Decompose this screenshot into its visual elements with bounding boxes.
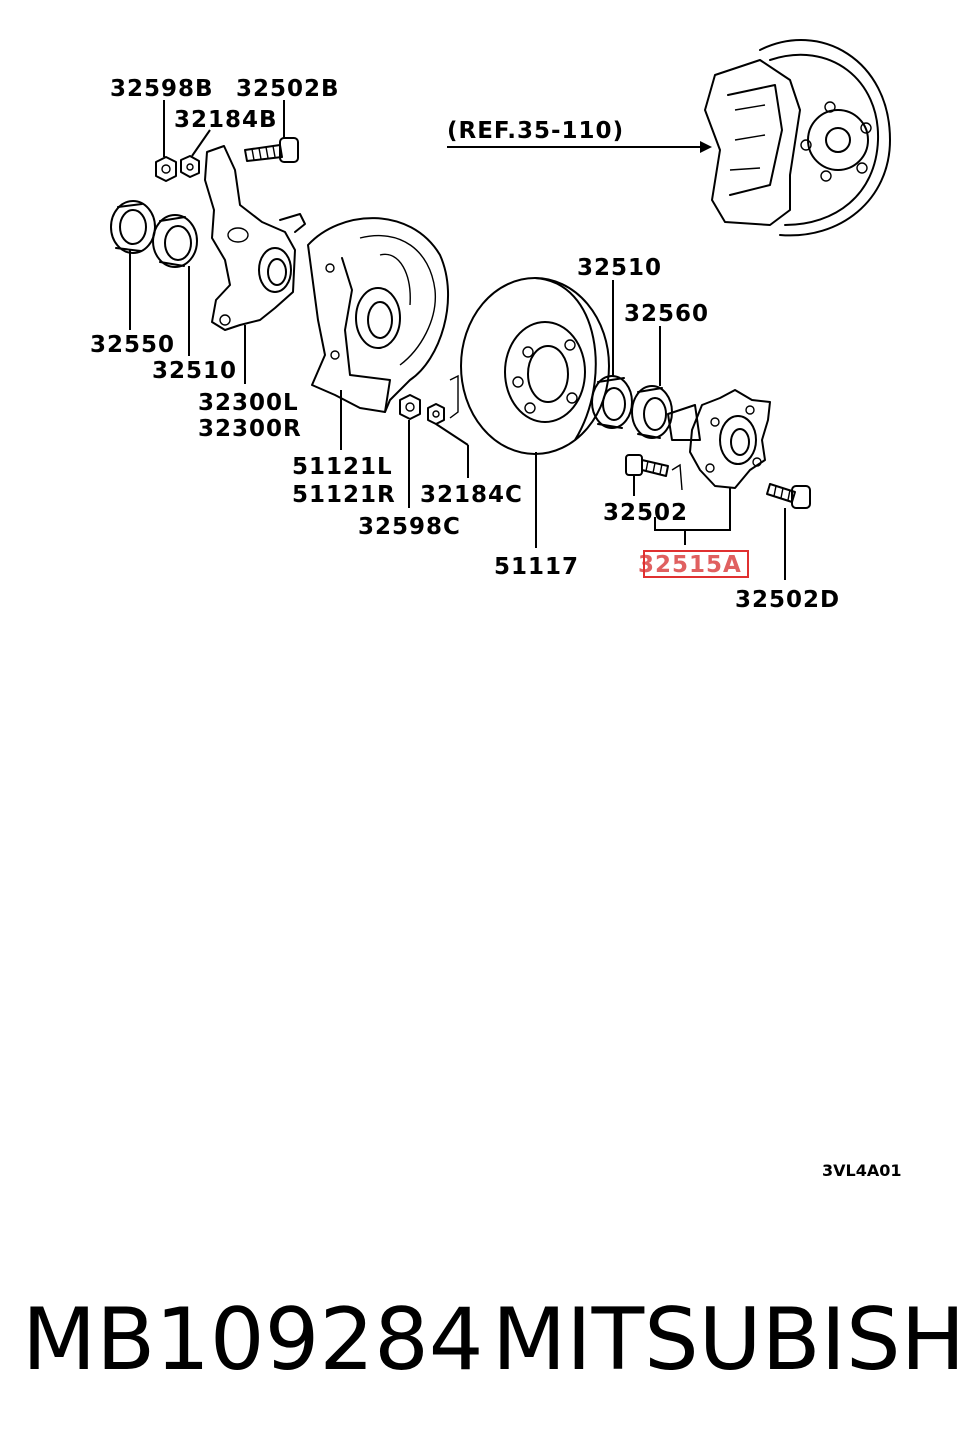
seal-32560 <box>631 385 673 439</box>
washer-32184B <box>180 155 200 178</box>
bolt-32502 <box>625 454 669 477</box>
label-32550: 32550 <box>90 332 175 358</box>
nut-32598C <box>399 394 421 420</box>
dust-cover-51121 <box>307 217 449 413</box>
steering-knuckle-32300 <box>204 145 306 331</box>
label-32184B: 32184B <box>174 107 278 133</box>
bearing-32510-right <box>591 375 633 429</box>
label-32510-left: 32510 <box>152 358 237 384</box>
label-51121R: 51121R <box>292 482 396 508</box>
label-32598C: 32598C <box>358 514 461 540</box>
part-number: MB109284 <box>22 1290 484 1390</box>
label-32300R: 32300R <box>198 416 302 442</box>
label-32502B: 32502B <box>236 76 340 102</box>
label-32510-right: 32510 <box>577 255 662 281</box>
washer-32184C <box>427 403 445 425</box>
brand-name: MITSUBISHI <box>492 1290 960 1390</box>
bolt-32502B <box>244 137 299 163</box>
bearing-32510-left <box>152 214 198 268</box>
parts-diagram: 32598B 32502B 32184B (REF.35-110) 32550 … <box>90 39 902 1180</box>
label-32300L: 32300L <box>198 390 299 416</box>
label-32502D: 32502D <box>735 587 840 613</box>
label-32515A-highlighted: 32515A <box>638 552 742 578</box>
label-51121L: 51121L <box>292 454 393 480</box>
bolt-32502D <box>766 483 811 509</box>
label-32502: 32502 <box>603 500 688 526</box>
seal-32550 <box>110 200 156 254</box>
label-32598B: 32598B <box>110 76 214 102</box>
leader-lines <box>129 100 786 580</box>
label-ref-35-110: (REF.35-110) <box>447 118 624 144</box>
drawing-code: 3VL4A01 <box>822 1161 902 1180</box>
label-32560: 32560 <box>624 301 709 327</box>
label-51117: 51117 <box>494 554 579 580</box>
label-32184C: 32184C <box>420 482 523 508</box>
nut-32598B <box>155 156 177 182</box>
brake-disc-51117 <box>449 277 610 455</box>
highlight-box-32515A <box>643 550 749 578</box>
wheel-hub-32515A <box>667 389 771 491</box>
ref-arrow-head <box>700 141 712 153</box>
brake-assembly-reference-drawing <box>704 39 891 237</box>
